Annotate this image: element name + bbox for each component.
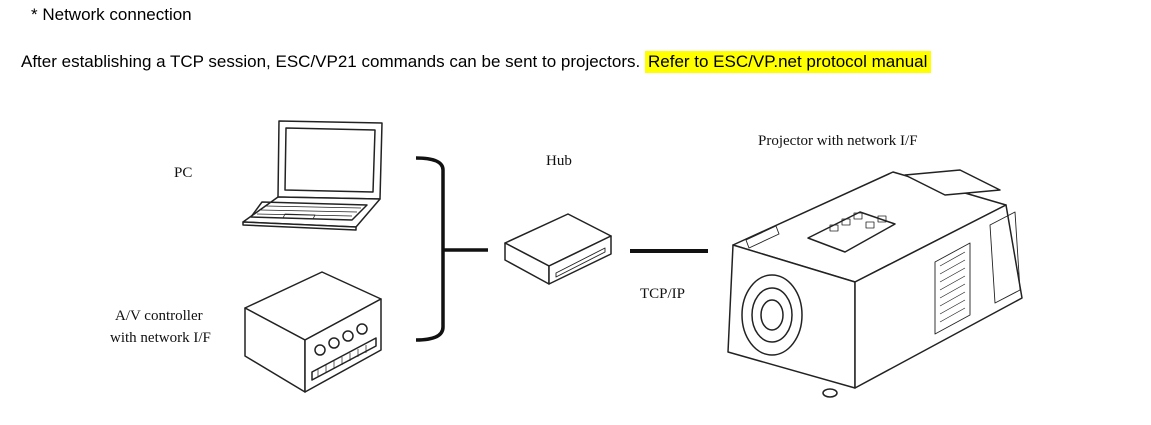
projector-icon: [727, 169, 1023, 398]
link-label: TCP/IP: [640, 286, 685, 302]
connection-bracket: [415, 156, 488, 342]
controller-label-line1: A/V controller: [115, 308, 203, 324]
pc-label: PC: [174, 165, 192, 181]
av-controller-icon: [244, 271, 382, 393]
manual-reference-highlight: Refer to ESC/VP.net protocol manual: [644, 51, 932, 73]
intro-text: After establishing a TCP session, ESC/VP…: [21, 51, 932, 73]
section-heading: * Network connection: [31, 5, 192, 24]
controller-label-line2: with network I/F: [110, 330, 211, 346]
hub-label: Hub: [546, 153, 572, 169]
laptop-icon: [242, 120, 383, 231]
hub-icon: [504, 213, 612, 285]
intro-sentence: After establishing a TCP session, ESC/VP…: [21, 52, 641, 71]
projector-label: Projector with network I/F: [758, 133, 918, 149]
